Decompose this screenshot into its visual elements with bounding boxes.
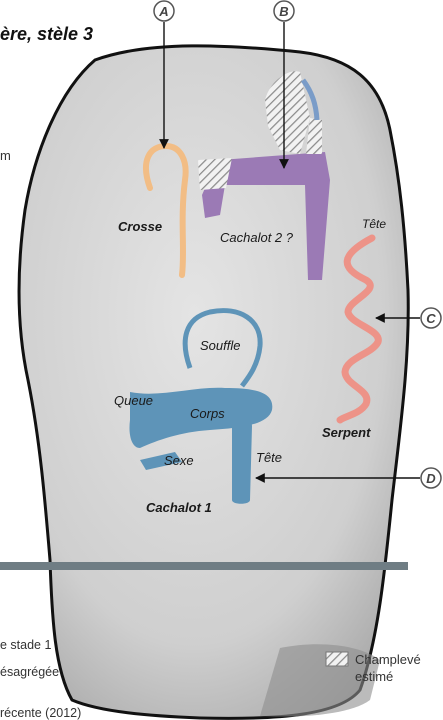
legend-hatch-swatch	[326, 652, 348, 666]
legend-recente: récente (2012)	[0, 706, 81, 720]
divider-band	[0, 562, 408, 570]
margin-fragment: m	[0, 148, 11, 163]
label-serpent: Serpent	[322, 425, 371, 440]
label-sexe: Sexe	[164, 453, 194, 468]
figure-title: ère, stèle 3	[0, 24, 93, 44]
callout-c-letter: C	[426, 311, 436, 326]
cachalot1-head	[232, 418, 252, 504]
callout-a-letter: A	[158, 4, 168, 19]
label-crosse: Crosse	[118, 219, 162, 234]
label-queue: Queue	[114, 393, 153, 408]
label-corps: Corps	[190, 406, 225, 421]
label-souffle: Souffle	[200, 338, 240, 353]
label-tete-serpent: Tête	[362, 217, 386, 231]
label-cachalot2: Cachalot 2 ?	[220, 230, 294, 245]
legend-champleve-line2: estimé	[355, 669, 393, 684]
legend-champleve-line1: Champlevé	[355, 652, 421, 667]
label-tete-cachalot: Tête	[256, 450, 282, 465]
callout-b-letter: B	[279, 4, 288, 19]
callout-d-letter: D	[426, 471, 436, 486]
legend-stade1: e stade 1	[0, 638, 51, 652]
label-cachalot1: Cachalot 1	[146, 500, 212, 515]
legend-desagregee: ésagrégée	[0, 665, 59, 679]
